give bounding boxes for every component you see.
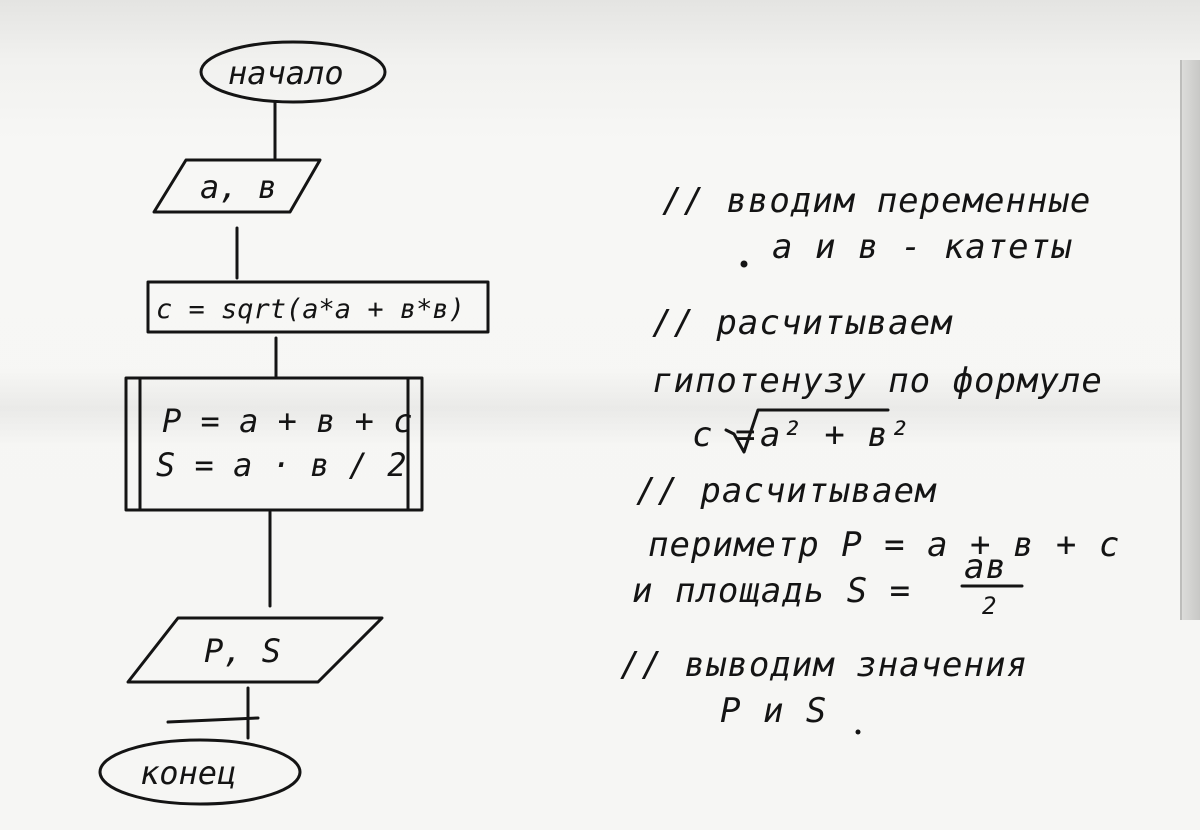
ink-dot (740, 260, 748, 268)
calc-s-label: S = a · в / 2 (156, 446, 406, 484)
comment-1-line-2: a и в - катеты (772, 227, 1073, 267)
comment-3-line-2: периметр P = a + в + c (648, 525, 1120, 565)
scan-edge (1180, 60, 1200, 620)
input-label: a, в (200, 168, 277, 206)
comment-2-line-1: // расчитываем (652, 303, 953, 343)
comment-3-line-3: и площадь S = (632, 571, 911, 611)
comment-3-line-1: // расчитываем (636, 471, 937, 511)
process-ps-box (124, 376, 424, 512)
sqrt-sign (724, 408, 890, 454)
process-c-box (146, 280, 490, 334)
end-tick (166, 716, 260, 724)
scan-shadow-band (0, 368, 1200, 448)
comment-2-formula-radicand: a² + в² (760, 415, 910, 455)
end-label: конец (140, 754, 236, 792)
calc-c-label: c = sqrt(a*a + в*в) (156, 294, 465, 325)
input-parallelogram (152, 158, 322, 214)
calc-p-label: P = a + в + c (162, 402, 412, 440)
end-terminal (98, 738, 302, 806)
ink-dot-end (855, 729, 861, 735)
comment-1-line-1: // вводим переменные (662, 181, 1091, 221)
start-terminal (199, 40, 387, 104)
comment-3-fraction-numerator: aв (964, 547, 1007, 587)
comment-2-formula-lhs: c = (692, 415, 756, 455)
start-label: начало (228, 54, 344, 92)
comment-4-line-2: P и S (720, 691, 827, 731)
output-label: P, S (204, 632, 281, 670)
comment-3-fraction-denominator: 2 (982, 592, 996, 620)
output-parallelogram (126, 616, 384, 684)
comment-4-line-1: // выводим значения (620, 645, 1028, 685)
comment-2-line-2: гипотенузу по формуле (652, 361, 1103, 401)
